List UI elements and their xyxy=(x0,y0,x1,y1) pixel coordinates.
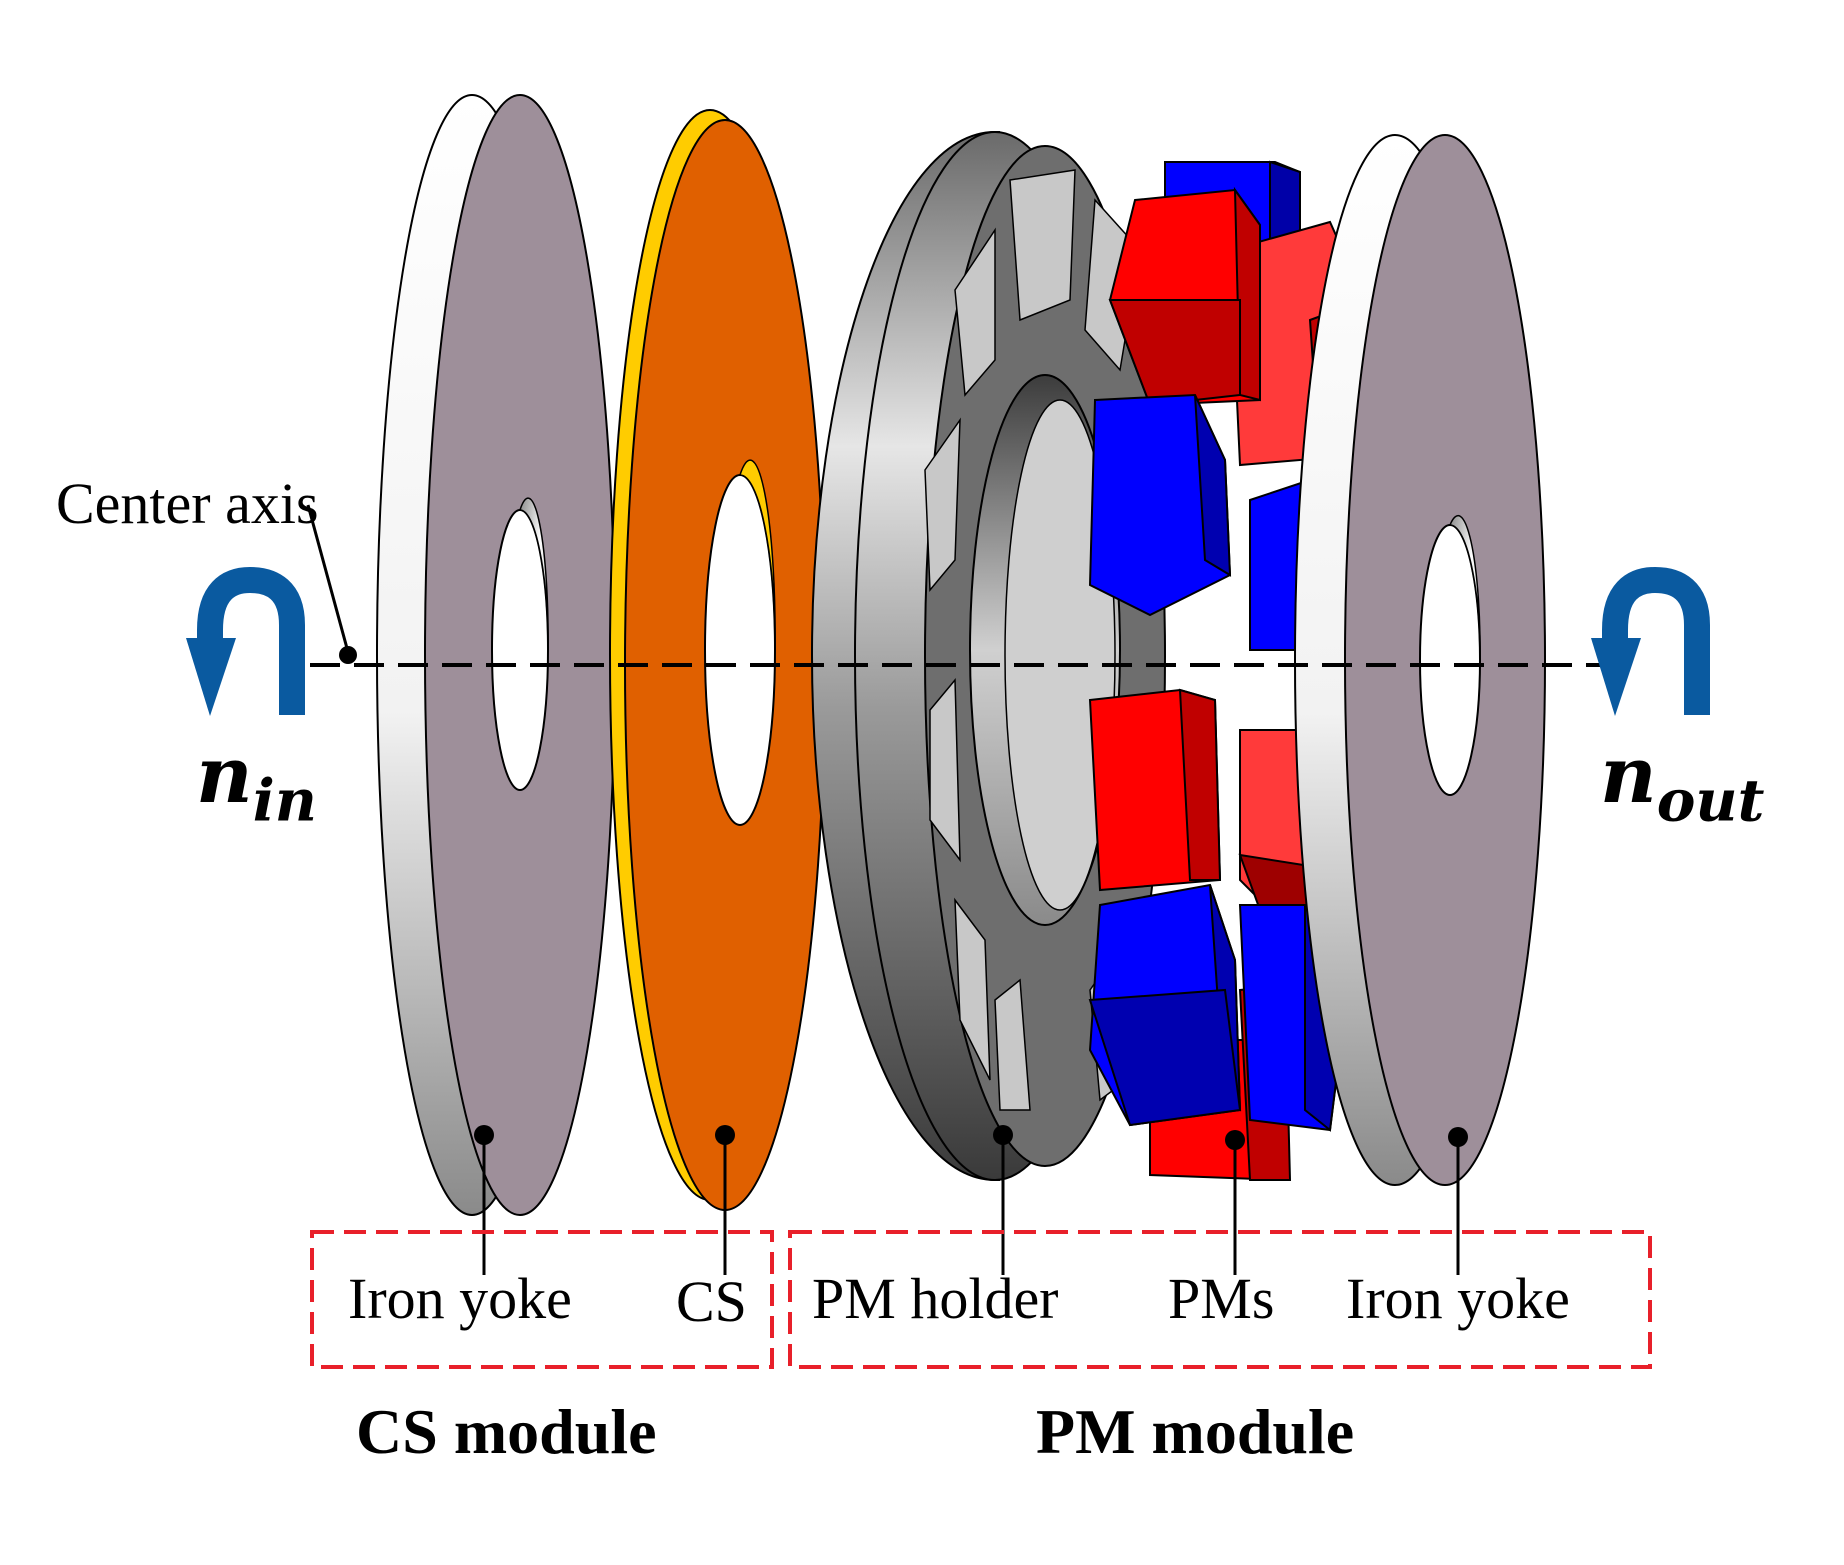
label-pm-module: PM module xyxy=(1036,1396,1355,1467)
label-iron-yoke-left: Iron yoke xyxy=(348,1266,572,1331)
label-n-in-base: n xyxy=(196,730,253,821)
label-n-in-sub: in xyxy=(252,766,317,835)
cs-module-box xyxy=(310,1230,774,1369)
label-iron-yoke-right: Iron yoke xyxy=(1346,1266,1570,1331)
label-n-out-sub: out xyxy=(1656,766,1765,835)
label-center-axis: Center axis xyxy=(56,471,319,536)
label-pms: PMs xyxy=(1168,1266,1275,1331)
cs-disc xyxy=(609,109,826,1211)
label-cs-module: CS module xyxy=(356,1396,657,1467)
iron-yoke-left xyxy=(376,94,616,1216)
pm-module-box xyxy=(788,1230,1652,1369)
leader-lines xyxy=(474,1125,1468,1275)
leader-dot-pms xyxy=(1225,1130,1245,1150)
center-axis-leader xyxy=(306,504,350,653)
pm-holder xyxy=(810,131,1166,1181)
label-n-out-base: n xyxy=(1600,730,1657,821)
input-rotation-arrow xyxy=(186,566,305,716)
center-axis-dot xyxy=(339,646,357,664)
leader-dot-iron-yoke-right xyxy=(1448,1127,1468,1147)
leader-dot-pm-holder xyxy=(993,1125,1013,1145)
label-n-out: nout xyxy=(1600,730,1764,835)
label-pm-holder: PM holder xyxy=(812,1266,1059,1331)
leader-dot-cs xyxy=(715,1125,735,1145)
label-n-in: nin xyxy=(196,730,317,835)
iron-yoke-right xyxy=(1294,134,1546,1186)
leader-dot-iron-yoke-left xyxy=(474,1125,494,1145)
pm-holder-bore-inner xyxy=(1004,399,1116,911)
output-rotation-arrow xyxy=(1591,566,1710,716)
label-cs: CS xyxy=(676,1269,747,1334)
